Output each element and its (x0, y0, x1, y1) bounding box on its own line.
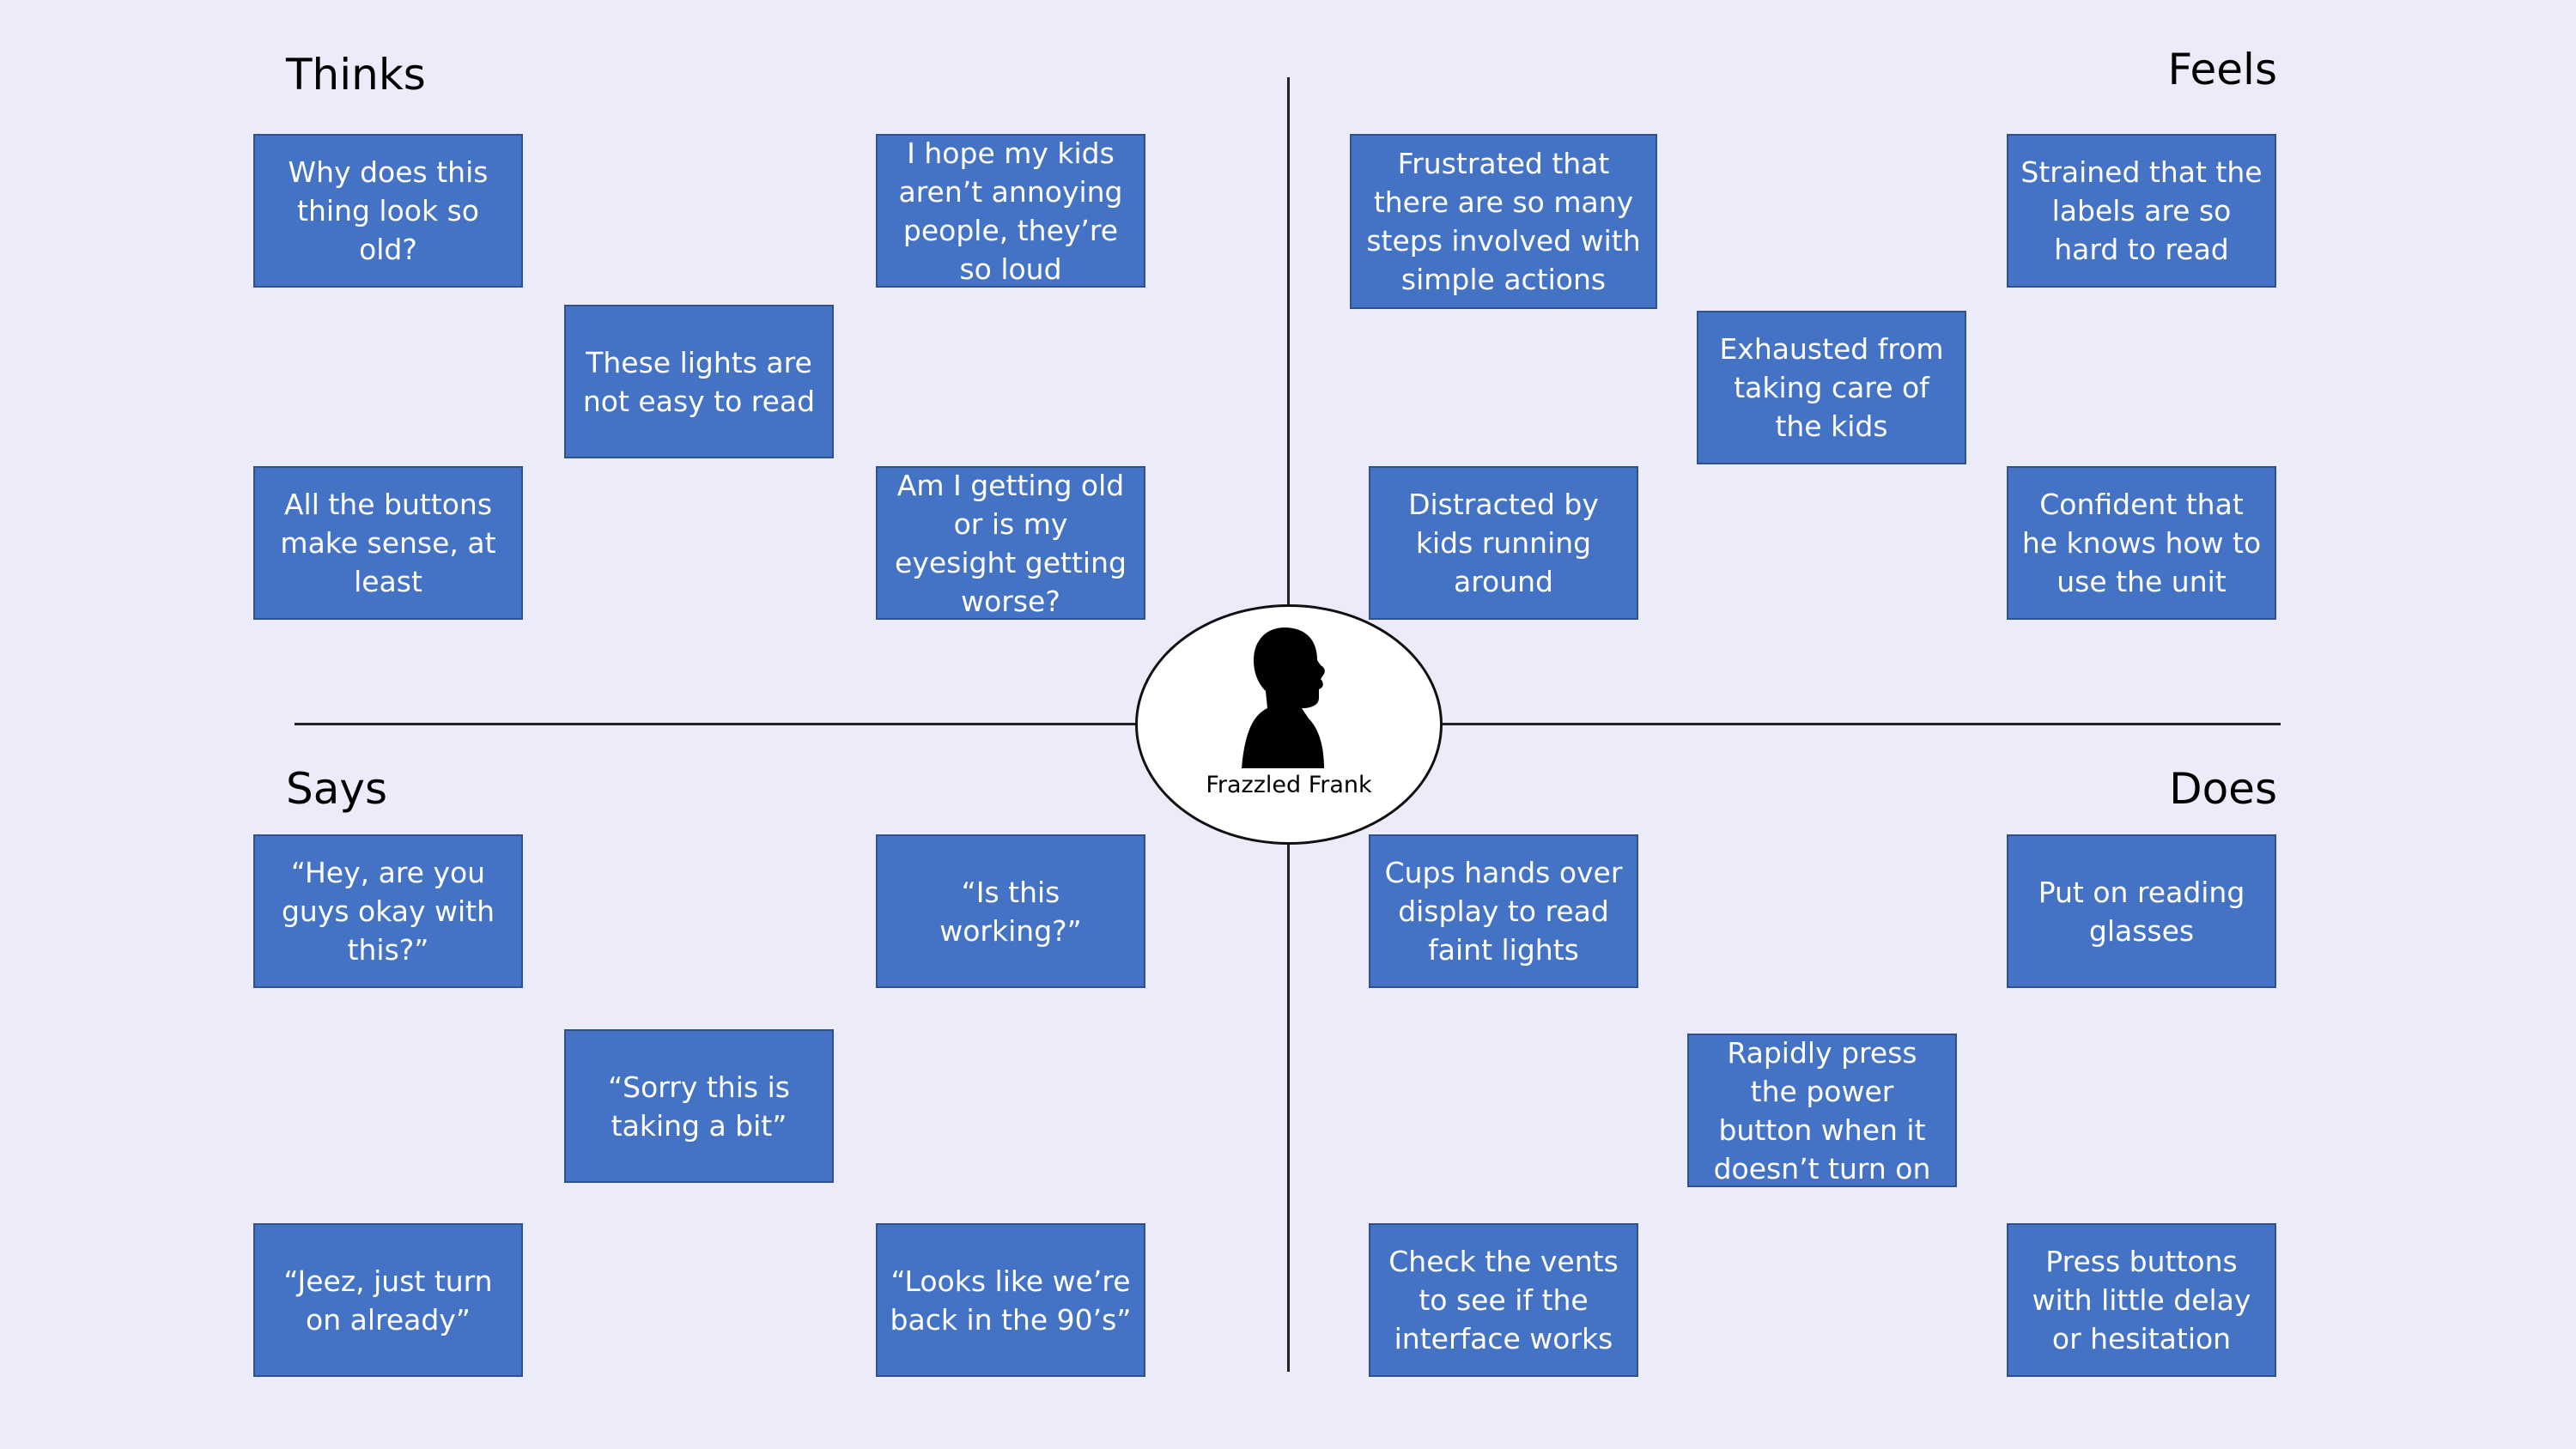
vertical-axis-top (1287, 77, 1290, 604)
sticky-note-does-1[interactable]: Cups hands over display to read faint li… (1369, 834, 1638, 988)
sticky-note-feels-3[interactable]: Exhausted from taking care of the kids (1697, 311, 1966, 464)
sticky-note-feels-2[interactable]: Strained that the labels are so hard to … (2007, 134, 2276, 288)
horizontal-axis-right (1442, 723, 2281, 725)
persona-name: Frazzled Frank (1206, 772, 1372, 798)
sticky-note-says-3[interactable]: “Sorry this is taking a bit” (564, 1029, 834, 1183)
sticky-note-does-2[interactable]: Put on reading glasses (2007, 834, 2276, 988)
sticky-note-thinks-1[interactable]: Why does this thing look so old? (253, 134, 523, 288)
sticky-note-does-4[interactable]: Check the vents to see if the interface … (1369, 1223, 1638, 1377)
horizontal-axis-left (295, 723, 1136, 725)
person-silhouette-icon (1242, 627, 1325, 768)
quadrant-title-thinks: Thinks (286, 50, 426, 100)
sticky-note-feels-4[interactable]: Distracted by kids running around (1369, 466, 1638, 620)
vertical-axis-bottom (1287, 845, 1290, 1372)
sticky-note-feels-5[interactable]: Confident that he knows how to use the u… (2007, 466, 2276, 620)
quadrant-title-feels: Feels (2167, 45, 2278, 94)
quadrant-title-says: Says (286, 764, 388, 814)
persona-circle: Frazzled Frank (1135, 604, 1443, 845)
sticky-note-does-5[interactable]: Press buttons with little delay or hesit… (2007, 1223, 2276, 1377)
sticky-note-says-4[interactable]: “Jeez, just turn on already” (253, 1223, 523, 1377)
sticky-note-does-3[interactable]: Rapidly press the power button when it d… (1687, 1034, 1957, 1187)
sticky-note-thinks-4[interactable]: All the buttons make sense, at least (253, 466, 523, 620)
sticky-note-thinks-3[interactable]: These lights are not easy to read (564, 305, 834, 458)
sticky-note-thinks-5[interactable]: Am I getting old or is my eyesight getti… (876, 466, 1145, 620)
sticky-note-says-5[interactable]: “Looks like we’re back in the 90’s” (876, 1223, 1145, 1377)
sticky-note-says-2[interactable]: “Is this working?” (876, 834, 1145, 988)
sticky-note-feels-1[interactable]: Frustrated that there are so many steps … (1350, 134, 1657, 309)
sticky-note-thinks-2[interactable]: I hope my kids aren’t annoying people, t… (876, 134, 1145, 288)
quadrant-title-does: Does (2169, 764, 2277, 814)
sticky-note-says-1[interactable]: “Hey, are you guys okay with this?” (253, 834, 523, 988)
